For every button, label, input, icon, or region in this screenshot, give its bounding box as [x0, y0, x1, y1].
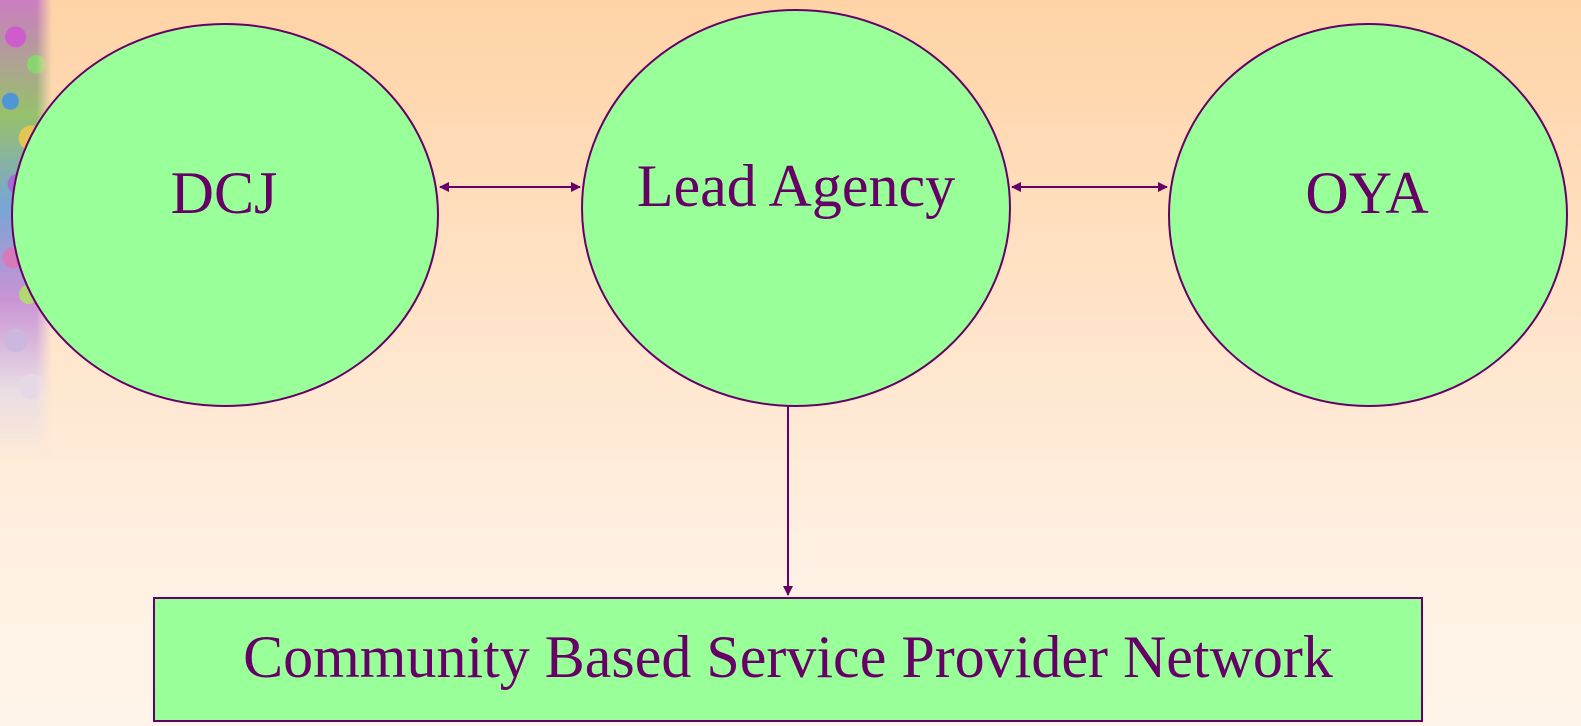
node-dcj [11, 23, 439, 407]
node-community-network-label: Community Based Service Provider Network [243, 623, 1333, 690]
node-dcj-label: DCJ [170, 160, 278, 226]
node-oya-label: OYA [1305, 160, 1429, 226]
node-lead-agency-label: Lead Agency [636, 153, 956, 219]
node-oya [1168, 23, 1568, 407]
node-lead-agency [581, 9, 1011, 407]
node-community-network: Community Based Service Provider Network [153, 597, 1423, 722]
